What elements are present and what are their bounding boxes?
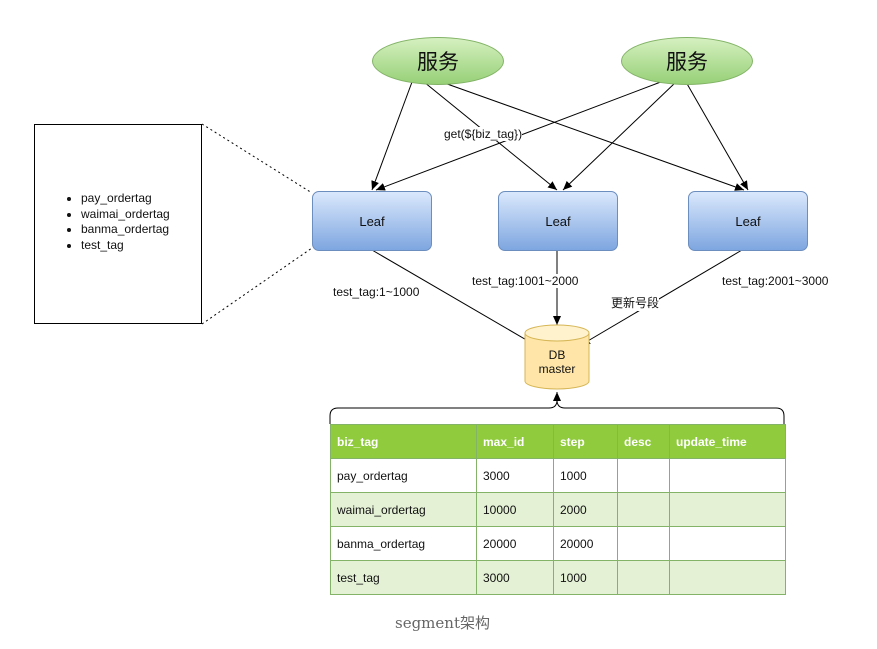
db-master-cylinder: DB master bbox=[523, 323, 591, 391]
segment-table: biz_tag max_id step desc update_time pay… bbox=[330, 424, 786, 595]
table-brace bbox=[329, 399, 785, 424]
biz-tag-item: waimai_ordertag bbox=[81, 207, 170, 223]
range-label-2: test_tag:1001~2000 bbox=[472, 274, 579, 288]
edge-svc2-leaf2 bbox=[562, 81, 677, 191]
table-row: banma_ordertag 20000 20000 bbox=[330, 526, 786, 561]
col-header: desc bbox=[617, 424, 670, 459]
table-cell bbox=[669, 526, 786, 561]
leaf-node-3: Leaf bbox=[688, 191, 808, 251]
col-header: max_id bbox=[476, 424, 554, 459]
col-header: step bbox=[553, 424, 618, 459]
table-cell bbox=[617, 492, 670, 527]
table-cell bbox=[617, 458, 670, 493]
table-cell bbox=[669, 560, 786, 595]
get-call-label: get(${biz_tag}) bbox=[444, 127, 523, 141]
table-cell: banma_ordertag bbox=[330, 526, 477, 561]
col-header: update_time bbox=[669, 424, 786, 459]
service-node-2: 服务 bbox=[621, 37, 753, 85]
figure-caption: segment架构 bbox=[395, 614, 490, 632]
cylinder-icon bbox=[524, 324, 590, 390]
service-node-1: 服务 bbox=[372, 37, 504, 85]
table-cell: 3000 bbox=[476, 458, 554, 493]
zoom-line-bottom bbox=[201, 247, 313, 325]
table-cell: 3000 bbox=[476, 560, 554, 595]
table-cell: 20000 bbox=[476, 526, 554, 561]
table-cell: test_tag bbox=[330, 560, 477, 595]
biz-tag-item: banma_ordertag bbox=[81, 222, 170, 238]
biz-tag-item: pay_ordertag bbox=[81, 191, 170, 207]
table-row: waimai_ordertag 10000 2000 bbox=[330, 492, 786, 527]
table-cell: waimai_ordertag bbox=[330, 492, 477, 527]
db-label-line1: DB bbox=[548, 348, 566, 362]
table-row: test_tag 3000 1000 bbox=[330, 560, 786, 595]
edge-svc1-leaf1 bbox=[371, 81, 413, 191]
table-cell: 10000 bbox=[476, 492, 554, 527]
table-cell: 2000 bbox=[553, 492, 618, 527]
table-cell bbox=[669, 458, 786, 493]
leaf-node-2: Leaf bbox=[498, 191, 618, 251]
edge-leaf3-db bbox=[580, 249, 743, 346]
col-header: biz_tag bbox=[330, 424, 477, 459]
db-label-line2: master bbox=[538, 362, 576, 376]
table-cell bbox=[617, 526, 670, 561]
table-cell: pay_ordertag bbox=[330, 458, 477, 493]
leaf-node-1: Leaf bbox=[312, 191, 432, 251]
edge-svc2-leaf3 bbox=[685, 81, 749, 191]
db-label: DB master bbox=[523, 348, 591, 376]
zoom-line-top bbox=[201, 123, 313, 194]
table-cell: 1000 bbox=[553, 458, 618, 493]
table-cell: 1000 bbox=[553, 560, 618, 595]
table-header-row: biz_tag max_id step desc update_time bbox=[330, 424, 786, 459]
table-cell bbox=[617, 560, 670, 595]
update-segment-label: 更新号段 bbox=[611, 294, 660, 311]
biz-tag-list: pay_ordertag waimai_ordertag banma_order… bbox=[59, 191, 170, 253]
edge-svc1-leaf3 bbox=[435, 79, 745, 191]
edge-leaf1-db bbox=[371, 249, 536, 346]
table-cell: 20000 bbox=[553, 526, 618, 561]
range-label-1: test_tag:1~1000 bbox=[333, 285, 420, 299]
biz-tag-item: test_tag bbox=[81, 238, 170, 254]
range-label-3: test_tag:2001~3000 bbox=[722, 274, 829, 288]
table-row: pay_ordertag 3000 1000 bbox=[330, 458, 786, 493]
biz-tag-list-box: pay_ordertag waimai_ordertag banma_order… bbox=[34, 124, 202, 324]
table-cell bbox=[669, 492, 786, 527]
